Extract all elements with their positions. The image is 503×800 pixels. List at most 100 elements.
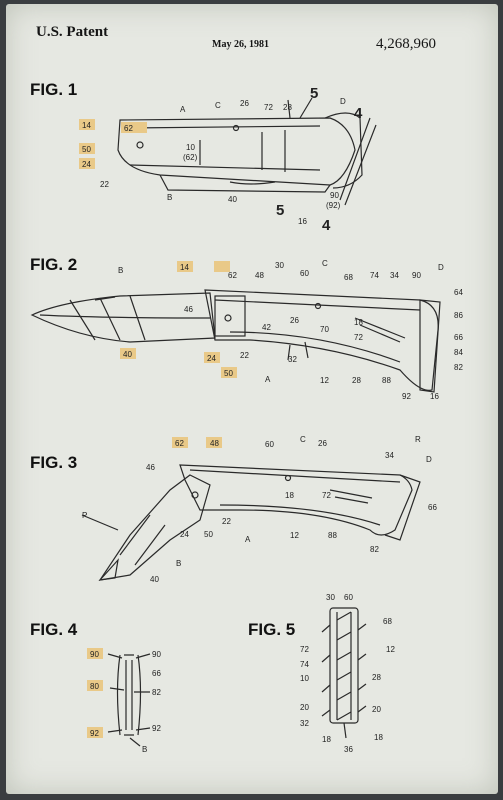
fig1-label: C	[215, 101, 221, 110]
fig2-label: 90	[412, 271, 421, 280]
fig4-labels: 90 90 66 80 82 92 92 B	[90, 650, 161, 754]
fig2-label: 40	[123, 350, 132, 359]
fig3-label: C	[300, 435, 306, 444]
fig4-label: 90	[152, 650, 161, 659]
fig3-label: 48	[210, 439, 219, 448]
fig4-label: 92	[152, 724, 161, 733]
fig1-label: 28	[283, 103, 292, 112]
fig3-label: A	[245, 535, 251, 544]
fig5-label: 36	[344, 745, 353, 754]
fig3-label: 40	[150, 575, 159, 584]
fig2-label: 26	[290, 316, 299, 325]
fig2-label: 24	[207, 354, 216, 363]
fig1-label: A	[180, 105, 186, 114]
fig4-drawing	[107, 653, 151, 747]
fig2-label: 92	[402, 392, 411, 401]
fig4-title: FIG. 4	[30, 620, 78, 639]
fig5-label: 32	[300, 719, 309, 728]
fig1-label: 4	[354, 105, 363, 122]
fig2-label: 64	[454, 288, 463, 297]
fig2-label: 28	[352, 376, 361, 385]
patent-sheet	[6, 4, 498, 794]
fig2-label: 34	[390, 271, 399, 280]
fig2-label: 30	[275, 261, 284, 270]
fig3-label: 22	[222, 517, 231, 526]
fig3-label: B	[176, 559, 181, 568]
fig4-label: 80	[90, 682, 99, 691]
fig3-label: 72	[322, 491, 331, 500]
fig3-label: 60	[265, 440, 274, 449]
fig3-label: 46	[146, 463, 155, 472]
fig1-label: 90	[330, 191, 339, 200]
fig1-label: 40	[228, 195, 237, 204]
fig2-label: 72	[354, 333, 363, 342]
fig2-label: 18	[354, 318, 363, 327]
fig2-labels: B 14 62 48 30 60 C 68 74 34 90 D 64 46 2…	[118, 259, 463, 401]
fig2-label: 16	[430, 392, 439, 401]
fig4-label: B	[142, 745, 147, 754]
fig5-title: FIG. 5	[248, 620, 296, 639]
fig5-label: 28	[372, 673, 381, 682]
fig1-label: D	[340, 97, 346, 106]
fig3-drawing	[81, 464, 421, 581]
fig5-label: 12	[386, 645, 395, 654]
fig1-label: 10	[186, 143, 195, 152]
fig5-label: 20	[372, 705, 381, 714]
fig2-label: 66	[454, 333, 463, 342]
fig2-label: 88	[382, 376, 391, 385]
fig3-label: 88	[328, 531, 337, 540]
fig2-title: FIG. 2	[30, 255, 78, 274]
fig2-label: 86	[454, 311, 463, 320]
fig1-label: 62	[124, 124, 133, 133]
fig1-label: 24	[82, 160, 91, 169]
patent-office-header: U.S. Patent	[36, 24, 109, 40]
fig3-title: FIG. 3	[30, 453, 78, 472]
fig1-title: FIG. 1	[30, 80, 78, 99]
fig1-label: (62)	[183, 153, 198, 162]
fig5-label: 68	[383, 617, 392, 626]
fig3-label: R	[415, 435, 421, 444]
fig2-label: 84	[454, 348, 463, 357]
fig2-label: 50	[224, 369, 233, 378]
fig1-label: 50	[82, 145, 91, 154]
fig2-label: 74	[370, 271, 379, 280]
fig3-label: 12	[290, 531, 299, 540]
fig5-label: 20	[300, 703, 309, 712]
fig2-label: 82	[454, 363, 463, 372]
label-highlights	[79, 119, 237, 738]
fig2-label: 32	[288, 355, 297, 364]
patent-date: May 26, 1981	[212, 39, 269, 50]
fig2-label: 42	[262, 323, 271, 332]
fig5-labels: 30 60 68 12 72 74 28 10 20 20 32 18 36 1…	[300, 593, 395, 754]
fig4-label: 92	[90, 729, 99, 738]
fig3-labels: 62 48 60 C 26 34 R D 46 18 72 66 P 22 24…	[82, 435, 437, 584]
fig2-label: 22	[240, 351, 249, 360]
fig4-label: 66	[152, 669, 161, 678]
fig1-label: (92)	[326, 201, 341, 210]
fig5-label: 74	[300, 660, 309, 669]
fig2-label: B	[118, 266, 123, 275]
fig1-label: 5	[276, 202, 284, 219]
fig3-label: 50	[204, 530, 213, 539]
fig2-label: 70	[320, 325, 329, 334]
fig3-label: 26	[318, 439, 327, 448]
fig2-label: 12	[320, 376, 329, 385]
fig4-label: 90	[90, 650, 99, 659]
fig2-drawing	[30, 289, 441, 393]
fig2-label: 46	[184, 305, 193, 314]
fig3-label: 24	[180, 530, 189, 539]
fig3-label: 18	[285, 491, 294, 500]
fig3-label: 34	[385, 451, 394, 460]
fig1-drawing	[117, 97, 377, 206]
patent-number: 4,268,960	[376, 36, 436, 52]
fig5-drawing	[321, 607, 367, 739]
fig1-label: 4	[322, 217, 331, 234]
fig5-label: 18	[322, 735, 331, 744]
fig5-label: 72	[300, 645, 309, 654]
fig2-label: A	[265, 375, 271, 384]
fig2-label: C	[322, 259, 328, 268]
fig3-label: D	[426, 455, 432, 464]
fig2-label: 62	[228, 271, 237, 280]
fig1-label: 26	[240, 99, 249, 108]
